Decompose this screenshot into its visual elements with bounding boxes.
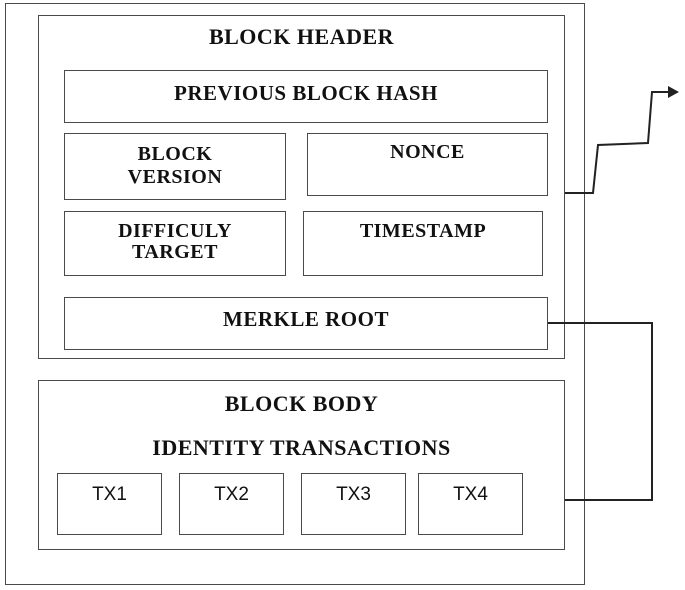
block-version-label-line1: BLOCK — [137, 143, 213, 165]
next-block-arrow-head — [668, 86, 679, 98]
difficulty-target-label-line2: TARGET — [132, 241, 218, 263]
block-body-title: BLOCK BODY — [224, 391, 379, 416]
merkle-root-field: MERKLE ROOT — [64, 297, 548, 350]
transaction-box-tx2: TX2 — [179, 473, 284, 535]
transaction-box-tx4: TX4 — [418, 473, 523, 535]
timestamp-field: TIMESTAMP — [303, 211, 543, 276]
transaction-label: TX4 — [453, 484, 488, 505]
nonce-label: NONCE — [390, 141, 465, 163]
nonce-field: NONCE — [307, 133, 548, 196]
identity-transactions-label: IDENTITY TRANSACTIONS — [152, 435, 451, 460]
transaction-label: TX2 — [214, 484, 249, 505]
previous-block-hash-label: PREVIOUS BLOCK HASH — [174, 81, 438, 105]
transaction-box-tx3: TX3 — [301, 473, 406, 535]
block-header-title: BLOCK HEADER — [208, 24, 395, 49]
difficulty-target-field: DIFFICULY TARGET — [64, 211, 286, 276]
transaction-label: TX3 — [336, 484, 371, 505]
block-version-label-line2: VERSION — [127, 166, 223, 188]
timestamp-label: TIMESTAMP — [359, 220, 487, 242]
block-version-field: BLOCK VERSION — [64, 133, 286, 200]
previous-block-hash-field: PREVIOUS BLOCK HASH — [64, 70, 548, 123]
transaction-label: TX1 — [92, 484, 127, 505]
transaction-box-tx1: TX1 — [57, 473, 162, 535]
merkle-root-label: MERKLE ROOT — [223, 307, 389, 331]
difficulty-target-label-line1: DIFFICULY — [118, 220, 232, 242]
